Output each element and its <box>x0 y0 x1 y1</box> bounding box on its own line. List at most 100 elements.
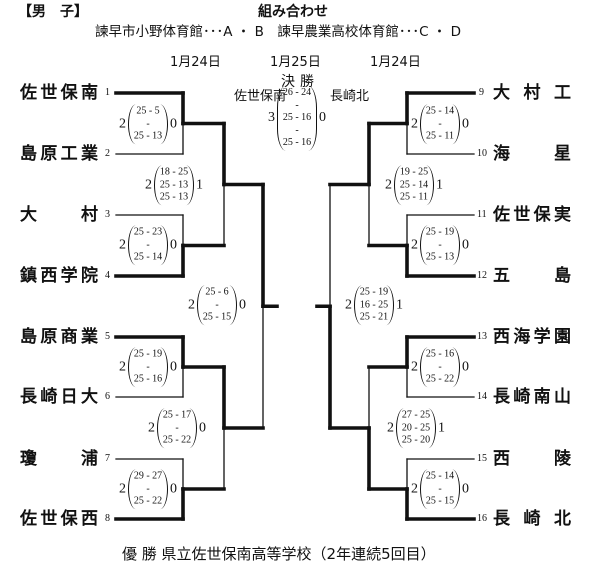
match-score-L4: 2 29 - 27 - 25 - 22 0 <box>119 469 177 509</box>
game-score: 20 - 25 <box>401 421 431 433</box>
game-score: - <box>146 360 150 372</box>
seed-number: 16 <box>477 513 487 524</box>
sets-won-winner: 2 <box>411 237 418 252</box>
team-name: 長崎南山 <box>493 387 571 407</box>
game-score: 25 - 13 <box>159 191 189 203</box>
match-score-L1: 2 25 - 5 - 25 - 13 0 <box>119 104 177 144</box>
category-label: 【男 子】 <box>18 4 88 20</box>
team-name: 海星 <box>493 144 571 164</box>
sets-won-winner: 2 <box>387 420 394 435</box>
game-score: 25 - 17 <box>162 409 192 421</box>
page-title: 組み合わせ <box>258 4 328 20</box>
final-left-team: 佐世保南 <box>234 89 287 104</box>
sets-won-loser: 0 <box>462 481 469 496</box>
seed-number: 12 <box>477 270 487 281</box>
match-score-R7: 2 25 - 19 16 - 25 25 - 21 1 <box>345 285 403 325</box>
game-score: 25 - 16 <box>133 373 163 385</box>
team-name: 鎮西学院 <box>20 266 98 286</box>
seed-number: 9 <box>479 87 484 98</box>
game-scores: 25 - 16 - 25 - 22 <box>420 347 460 387</box>
team-name: 佐世保実 <box>493 205 571 225</box>
sets-won-loser: 0 <box>239 297 246 312</box>
seed-number: 7 <box>105 453 110 464</box>
match-score-R6: 2 27 - 25 20 - 25 25 - 20 1 <box>387 408 445 448</box>
date-right: 1月24日 <box>370 55 421 70</box>
game-score: 25 - 22 <box>425 373 455 385</box>
game-score: - <box>146 117 150 129</box>
sets-won-loser: 1 <box>438 420 445 435</box>
seed-number: 13 <box>477 331 487 342</box>
date-left: 1月24日 <box>170 55 221 70</box>
game-score: 29 - 27 <box>133 470 163 482</box>
seed-number: 10 <box>477 148 487 159</box>
game-score: - <box>438 482 442 494</box>
game-score: 25 - 11 <box>400 191 428 203</box>
game-score: 25 - 15 <box>425 495 455 507</box>
game-scores: 18 - 25 25 - 13 25 - 13 <box>154 165 194 205</box>
team-name: 西陵 <box>493 449 571 469</box>
game-scores: 25 - 5 - 25 - 13 <box>128 104 168 144</box>
game-score: 27 - 25 <box>401 409 431 421</box>
seed-number: 5 <box>105 331 110 342</box>
game-scores: 25 - 19 - 25 - 13 <box>420 225 460 265</box>
game-score: 19 - 25 <box>399 166 429 178</box>
sets-won-winner: 2 <box>145 177 152 192</box>
game-scores: 19 - 25 25 - 14 25 - 11 <box>394 165 434 205</box>
sets-won-loser: 0 <box>170 116 177 131</box>
seed-number: 6 <box>105 391 110 402</box>
game-score: - <box>215 298 219 310</box>
game-score: - <box>438 360 442 372</box>
final-score: 3 26 - 24 - 25 - 16 - 25 - 16 0 <box>268 85 326 151</box>
sets-won-winner: 2 <box>119 237 126 252</box>
game-score: - <box>175 421 179 433</box>
game-scores: 25 - 19 16 - 25 25 - 21 <box>354 285 394 325</box>
match-score-L5: 2 18 - 25 25 - 13 25 - 13 1 <box>145 165 203 205</box>
sets-won-winner: 2 <box>119 481 126 496</box>
team-name: 大村工 <box>493 83 571 103</box>
team-name: 佐世保西 <box>20 509 98 529</box>
sets-won-winner: 2 <box>148 420 155 435</box>
venue-info: 諫早市小野体育館･･･A ・ B 諫早農業高校体育館･･･C ・ D <box>95 24 461 40</box>
game-score: 25 - 13 <box>425 251 455 263</box>
match-score-L7: 2 25 - 6 - 25 - 15 0 <box>188 285 246 325</box>
team-name: 大村 <box>20 205 98 225</box>
game-scores: 27 - 25 20 - 25 25 - 20 <box>396 408 436 448</box>
game-score: - <box>438 238 442 250</box>
seed-number: 14 <box>477 391 487 402</box>
game-separator: - <box>295 124 299 136</box>
game-score: - <box>438 117 442 129</box>
game-score: 25 - 13 <box>159 178 189 190</box>
sets-won-winner: 2 <box>411 359 418 374</box>
team-name: 島原工業 <box>20 144 98 164</box>
sets-won-loser: 1 <box>196 177 203 192</box>
game-score: 25 - 19 <box>133 348 163 360</box>
sets-won-winner: 2 <box>385 177 392 192</box>
game-scores: 29 - 27 - 25 - 22 <box>128 469 168 509</box>
sets-won-loser: 0 <box>199 420 206 435</box>
game-score: 25 - 14 <box>399 178 429 190</box>
game-score: 25 - 23 <box>133 226 163 238</box>
seed-number: 2 <box>105 148 110 159</box>
sets-won-winner: 2 <box>345 297 352 312</box>
game-scores: 25 - 14 - 25 - 15 <box>420 469 460 509</box>
sets-won-loser: 0 <box>170 359 177 374</box>
game-score: 25 - 14 <box>133 251 163 263</box>
game-scores: 25 - 6 - 25 - 15 <box>197 285 237 325</box>
game-score: 25 - 19 <box>359 286 389 298</box>
match-score-L2: 2 25 - 23 - 25 - 14 0 <box>119 225 177 265</box>
sets-won-right: 0 <box>319 110 326 125</box>
match-score-R4: 2 25 - 14 - 25 - 15 0 <box>411 469 469 509</box>
game-separator: - <box>295 99 299 111</box>
game-score: 25 - 13 <box>133 130 163 142</box>
final-label: 決勝 <box>281 74 319 90</box>
date-center: 1月25日 <box>270 55 321 70</box>
sets-won-loser: 0 <box>170 481 177 496</box>
game-score: 25 - 16 <box>282 136 312 148</box>
team-name: 島原商業 <box>20 327 98 347</box>
seed-number: 3 <box>105 209 110 220</box>
final-right-team: 長崎北 <box>330 89 370 104</box>
game-score: 26 - 24 <box>282 86 312 98</box>
game-score: - <box>146 482 150 494</box>
sets-won-loser: 0 <box>462 116 469 131</box>
